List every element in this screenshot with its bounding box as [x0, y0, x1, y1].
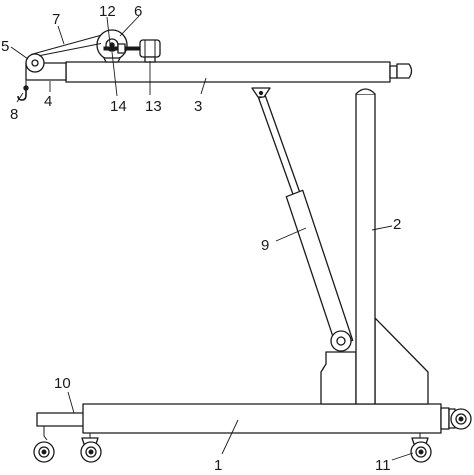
caster-front-left	[33, 426, 55, 463]
leader-lines	[10, 15, 414, 461]
label-5: 5	[1, 38, 9, 55]
base-beam	[82, 403, 442, 434]
label-10: 10	[54, 375, 71, 392]
base-assembly	[33, 403, 472, 463]
hoist-assembly	[17, 29, 161, 101]
vertical-column	[355, 93, 376, 405]
label-13: 13	[145, 98, 162, 115]
base-end-cap	[440, 407, 450, 430]
label-1: 1	[214, 457, 222, 474]
label-6: 6	[134, 3, 142, 20]
tow-handle-plate	[36, 412, 86, 427]
label-11: 11	[375, 457, 391, 474]
label-14: 14	[110, 98, 127, 115]
column-assembly	[320, 88, 429, 405]
label-7: 7	[52, 11, 60, 28]
label-2: 2	[393, 216, 401, 233]
label-12: 12	[99, 3, 116, 20]
boom-assembly	[25, 61, 413, 83]
rope-upper	[30, 35, 101, 55]
shaft-coupling	[117, 43, 126, 54]
part-labels: 5 7 12 6 4 8 14 13 3 2 9 10 1 11	[1, 3, 401, 474]
lifting-hook	[17, 88, 27, 101]
boom-end-fitting	[396, 63, 413, 79]
label-9: 9	[261, 237, 269, 254]
label-3: 3	[194, 98, 202, 115]
cylinder-barrel	[285, 189, 354, 348]
label-8: 8	[10, 106, 18, 123]
label-4: 4	[44, 93, 52, 110]
caster-mid	[80, 433, 102, 463]
rope-lower	[38, 43, 102, 57]
column-gusset	[374, 317, 429, 405]
column-cap	[355, 88, 376, 95]
piston-rod	[257, 95, 302, 197]
hydraulic-cylinder	[251, 87, 354, 352]
caster-rear-right	[410, 433, 432, 463]
winch-motor	[139, 39, 161, 58]
rear-caster	[448, 408, 472, 430]
cylinder-mount-block	[320, 351, 357, 405]
